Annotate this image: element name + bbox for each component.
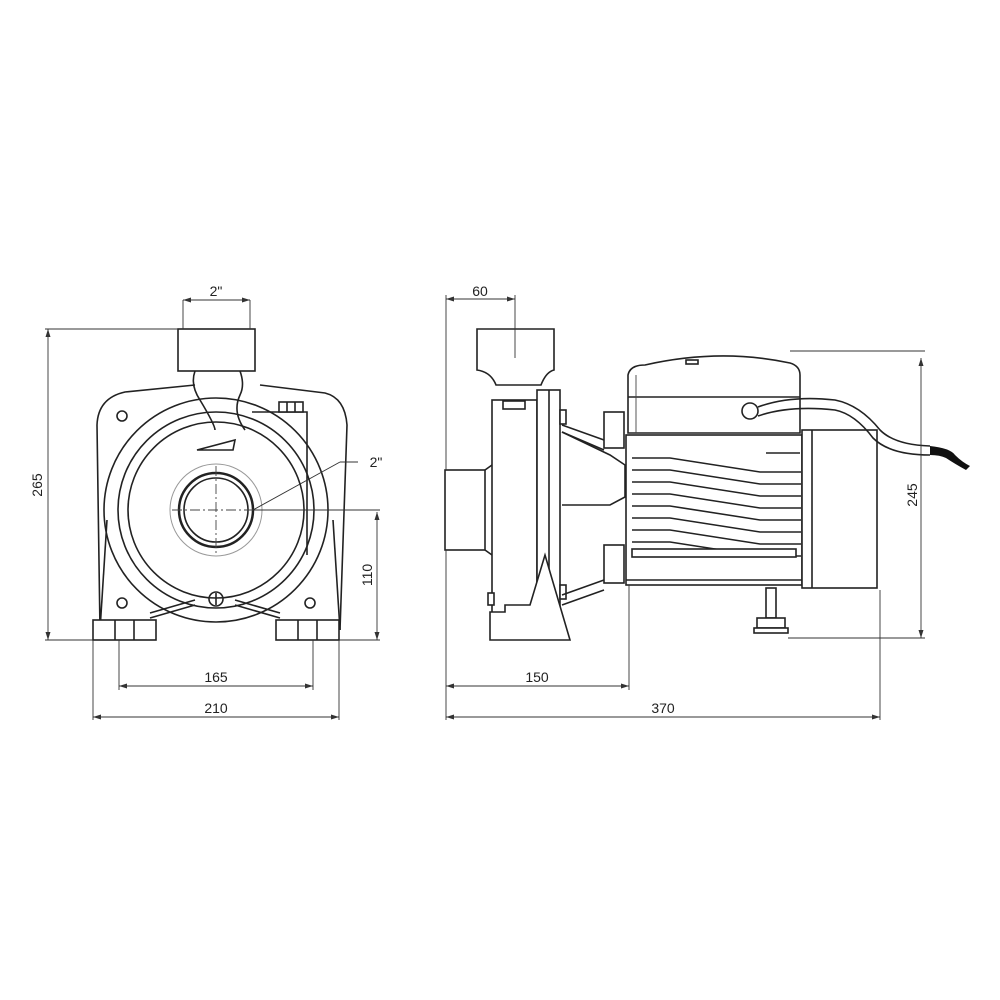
mounting-hole bbox=[116, 410, 128, 422]
dim-outlet-diameter: 2" bbox=[210, 283, 223, 299]
terminal-box bbox=[627, 355, 801, 434]
power-cable bbox=[757, 397, 931, 447]
support-leg bbox=[765, 587, 777, 619]
dim-inlet-diameter: 2" bbox=[370, 454, 383, 470]
mounting-hole bbox=[116, 597, 128, 609]
cable-end bbox=[930, 446, 970, 470]
fan-cover bbox=[801, 429, 878, 589]
mounting-hole bbox=[304, 597, 316, 609]
motor-body bbox=[625, 434, 803, 586]
outlet-flange bbox=[177, 328, 256, 372]
dim-overall-width: 210 bbox=[204, 700, 228, 716]
cable-gland bbox=[741, 402, 759, 420]
outlet-neck bbox=[192, 370, 246, 431]
dim-inlet-axis-height: 110 bbox=[359, 564, 375, 587]
dim-outlet-offset: 60 bbox=[472, 283, 488, 299]
inlet-pipe bbox=[444, 469, 486, 551]
dim-overall-length: 370 bbox=[651, 700, 675, 716]
front-view: 2" 265 2" 110 165 210 bbox=[29, 283, 382, 720]
drain-plug bbox=[208, 591, 224, 607]
dim-pump-head-length: 150 bbox=[525, 669, 549, 685]
dim-motor-height: 245 bbox=[904, 483, 920, 507]
dim-overall-height: 265 bbox=[29, 473, 45, 497]
foot-right bbox=[275, 619, 340, 641]
side-outlet-flange bbox=[476, 328, 555, 386]
foot-left bbox=[92, 619, 157, 641]
pump-body-outline bbox=[96, 384, 348, 631]
dim-mounting-spacing: 165 bbox=[204, 669, 228, 685]
bolt-group bbox=[278, 401, 304, 413]
side-view: 60 245 150 370 bbox=[444, 283, 970, 720]
bolt-group bbox=[502, 400, 526, 410]
volute-casing bbox=[491, 399, 538, 636]
rotation-arrow-icon bbox=[196, 438, 237, 451]
base-bracket bbox=[489, 552, 572, 641]
